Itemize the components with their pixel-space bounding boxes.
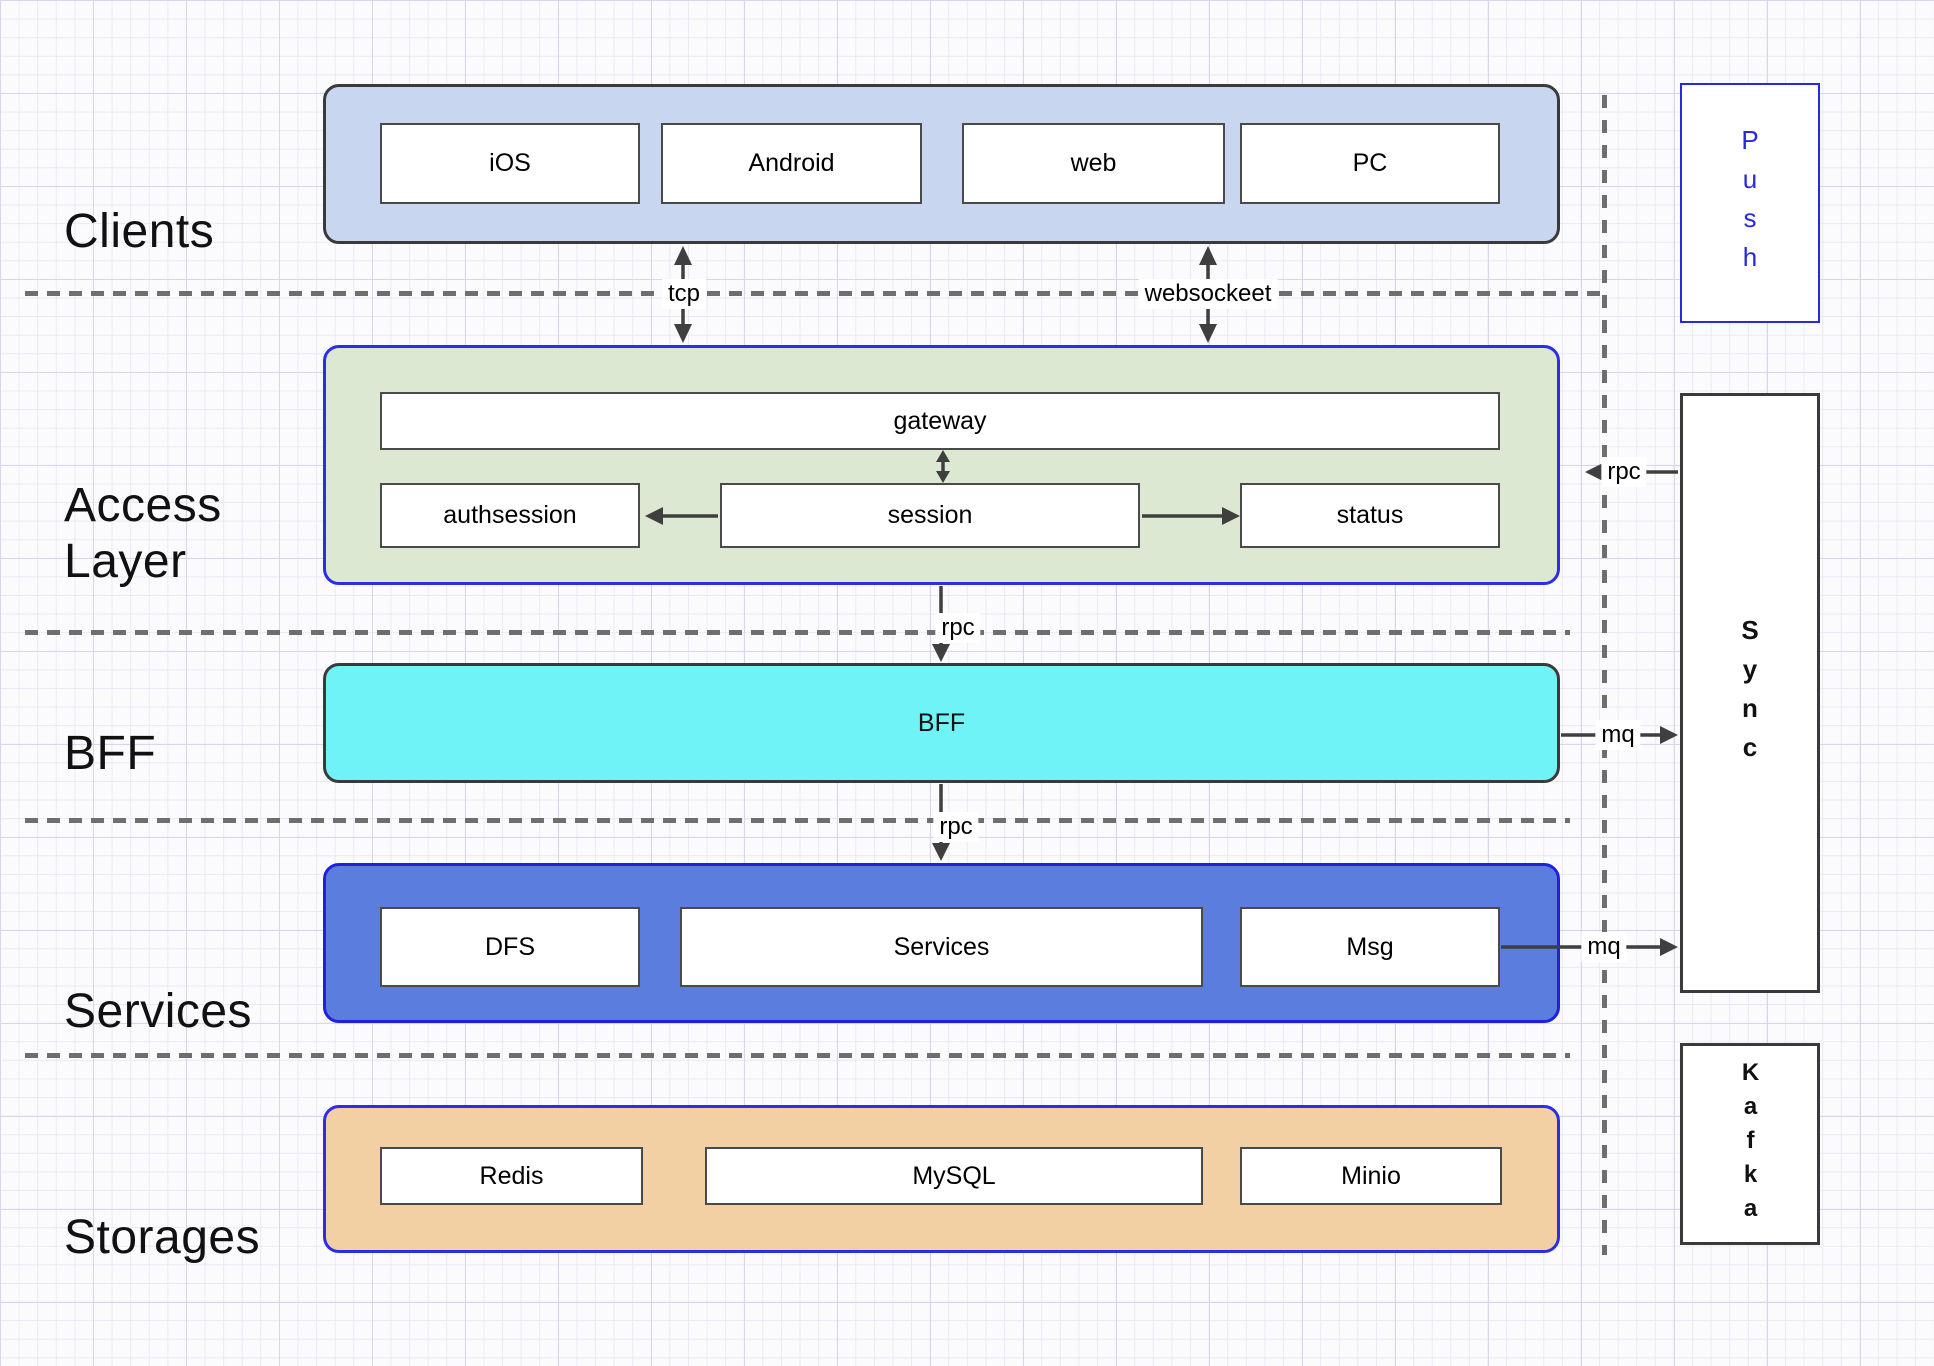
label-services: Services [64,985,253,1038]
node-dfs: DFS [380,907,640,987]
node-mysql: MySQL [705,1147,1203,1205]
node-ios: iOS [380,123,640,204]
edge-label-rpc-access-bff: rpc [935,613,981,643]
separator-access-bff [25,630,1570,635]
edge-label-rpc-sync-access: rpc [1601,457,1647,487]
node-push: Push [1680,83,1820,323]
edge-label-mq-bff-sync: mq [1595,720,1641,750]
node-services: Services [680,907,1203,987]
node-status: status [1240,483,1500,548]
label-clients: Clients [64,205,215,258]
node-web: web [962,123,1225,204]
node-msg: Msg [1240,907,1500,987]
node-pc: PC [1240,123,1500,204]
node-kafka: Kafka [1680,1043,1820,1245]
node-authsession: authsession [380,483,640,548]
label-access-layer: Access Layer [64,479,222,588]
sync-vertical-label: Sync [1735,615,1765,771]
node-redis: Redis [380,1147,643,1205]
node-sync: Sync [1680,393,1820,993]
push-vertical-label: Push [1735,125,1765,281]
edge-label-tcp: tcp [661,279,707,309]
node-minio: Minio [1240,1147,1502,1205]
separator-services-storages [25,1053,1570,1058]
separator-bff-services [25,818,1570,823]
label-bff: BFF [64,727,157,780]
separator-clients-access [25,291,1603,296]
edge-label-mq-msg-sync: mq [1581,932,1627,962]
edge-label-websocket: websockeet [1138,279,1278,309]
node-bff: BFF [323,663,1560,783]
node-android: Android [661,123,922,204]
node-session: session [720,483,1140,548]
label-storages: Storages [64,1211,261,1264]
edge-label-rpc-bff-services: rpc [933,812,979,842]
kafka-vertical-label: Kafka [1737,1059,1764,1229]
separator-vertical-rail [1602,95,1607,1255]
access-layer-container [323,345,1560,585]
node-gateway: gateway [380,392,1500,450]
